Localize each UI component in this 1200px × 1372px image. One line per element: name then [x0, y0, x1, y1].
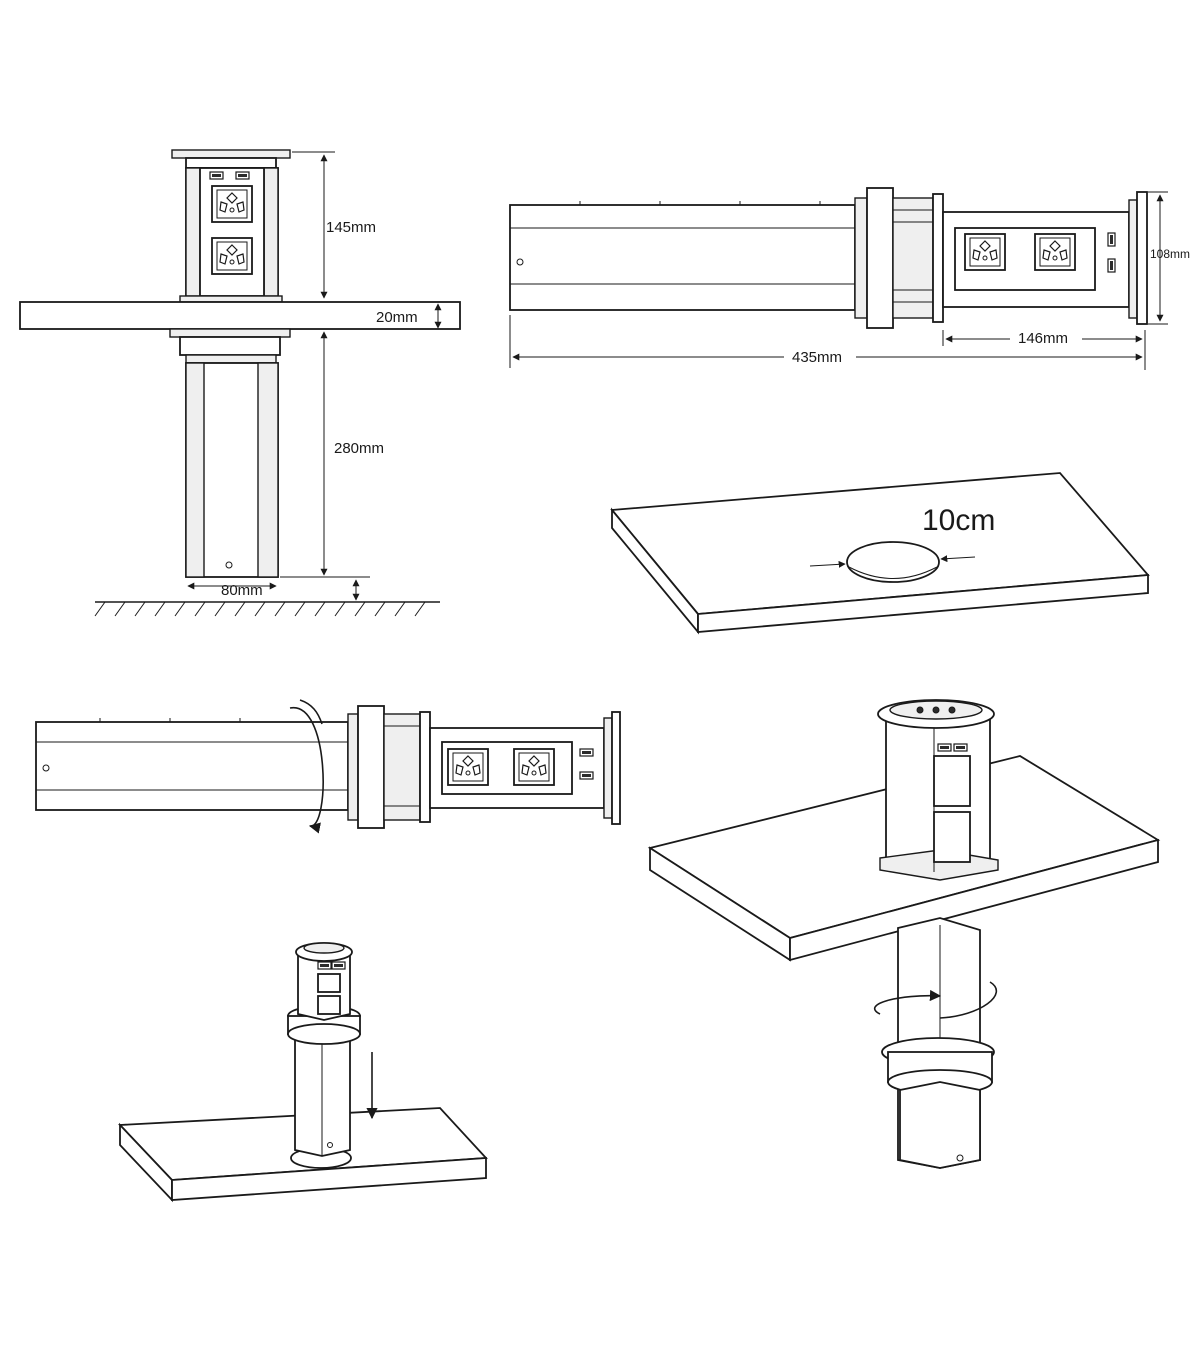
dim-145mm: 145mm [326, 219, 376, 236]
front-elevation-view: 145mm 20mm 280mm 80mm [19, 149, 461, 617]
dim-80mm: 80mm [221, 582, 263, 599]
insertion-view [118, 942, 488, 1203]
dim-280mm: 280mm [334, 440, 384, 457]
dim-146mm: 146mm [1018, 330, 1068, 347]
rotation-horizontal-view [35, 699, 621, 834]
counter-hole-view: 10cm [610, 472, 1150, 635]
dim-20mm: 20mm [376, 309, 418, 326]
dim-10cm: 10cm [922, 504, 995, 537]
dim-435mm: 435mm [792, 349, 842, 366]
side-horizontal-view: 108mm 146mm 435mm [509, 187, 1190, 370]
isometric-popup-view [647, 699, 1161, 1169]
dim-108mm: 108mm [1150, 247, 1190, 261]
floor-hatch [94, 601, 426, 617]
